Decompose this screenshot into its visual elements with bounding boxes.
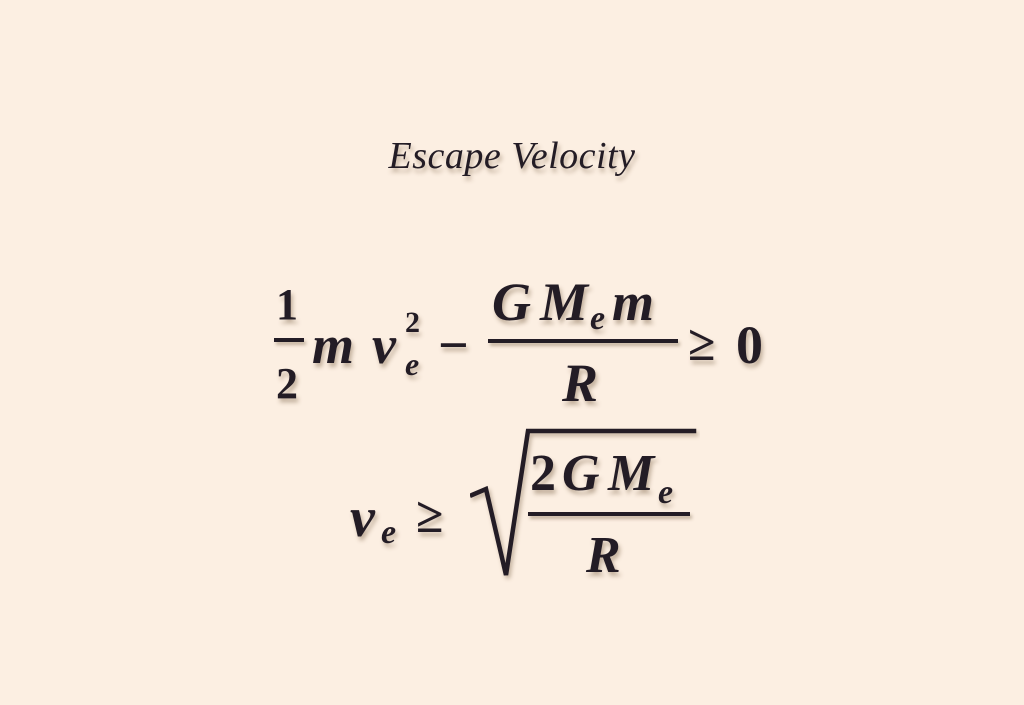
radius-symbol: R xyxy=(562,353,599,413)
velocity-subscript: e xyxy=(405,346,420,382)
velocity-fraction-bar xyxy=(528,512,690,516)
minus-sign: − xyxy=(438,315,469,375)
geq-sign: ≥ xyxy=(688,315,716,371)
radius-symbol-2: R xyxy=(586,527,621,584)
zero-value: 0 xyxy=(736,315,763,375)
earth-mass-symbol: M xyxy=(540,272,589,332)
velocity-superscript: 2 xyxy=(405,306,420,339)
velocity-symbol: v xyxy=(372,315,396,375)
gravitational-constant-2: G xyxy=(562,445,600,502)
coefficient-two: 2 xyxy=(530,445,556,502)
geq-sign-2: ≥ xyxy=(416,487,444,543)
half-denominator: 2 xyxy=(276,359,298,408)
half-numerator: 1 xyxy=(276,280,298,329)
page-title: Escape Velocity xyxy=(388,135,636,177)
mass-symbol: m xyxy=(312,315,355,375)
energy-fraction-bar xyxy=(488,339,678,343)
earth-mass-subscript-2: e xyxy=(658,474,674,511)
gravitational-constant: G xyxy=(492,272,531,332)
earth-mass-subscript: e xyxy=(590,300,606,337)
square-root-icon xyxy=(470,428,697,576)
earth-mass-symbol-2: M xyxy=(608,445,655,502)
half-fraction-bar xyxy=(274,338,304,342)
object-mass-symbol: m xyxy=(612,272,655,332)
escape-velocity-subscript: e xyxy=(381,514,397,551)
escape-velocity-symbol: v xyxy=(350,487,375,549)
